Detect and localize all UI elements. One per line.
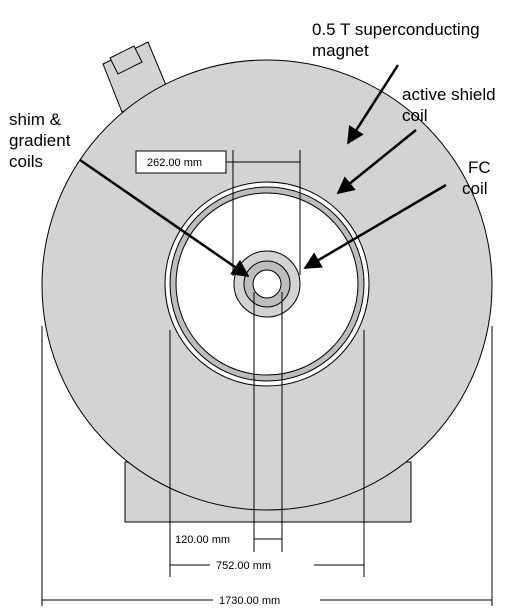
dimension-inner — [253, 292, 283, 552]
shim-label-line1: shim & — [9, 110, 62, 129]
shield-label-line2: coil — [402, 106, 428, 125]
dimension-overall — [41, 326, 493, 606]
dimension-inner-label: 120.00 mm — [175, 534, 230, 546]
fc-label-line2: coil — [462, 179, 488, 198]
shim-label-line3: coils — [9, 152, 43, 171]
magnet-label-line1: 0.5 T superconducting — [312, 20, 480, 39]
dimension-shim-label: 262.00 mm — [147, 157, 202, 169]
shield-coil-inner-edge — [175, 192, 359, 376]
shield-label: active shield coil — [402, 85, 500, 125]
fc-arrow — [303, 183, 447, 270]
shield-coil-outer-edge — [169, 186, 365, 382]
inner-bore — [252, 269, 282, 299]
shim-label-line2: gradient — [9, 131, 71, 150]
dimension-overall-label: 1730.00 mm — [219, 595, 280, 607]
magnet-label: 0.5 T superconducting magnet — [312, 20, 484, 60]
fc-label-line1: FC — [468, 158, 491, 177]
dimension-shim-box — [135, 150, 227, 174]
dimension-bore — [169, 330, 365, 577]
dimension-bore-label: 752.00 mm — [216, 560, 271, 572]
shim-arrow — [79, 158, 250, 278]
magnet-label-line2: magnet — [312, 41, 369, 60]
shield-arrow — [336, 129, 417, 195]
active-shield-coil — [170, 187, 364, 381]
shim-label: shim & gradient coils — [9, 110, 75, 171]
dimension-shim — [135, 150, 301, 276]
magnet-arrow — [346, 64, 400, 145]
fc-label: FC coil — [462, 158, 495, 198]
shield-label-line1: active shield — [402, 85, 496, 104]
